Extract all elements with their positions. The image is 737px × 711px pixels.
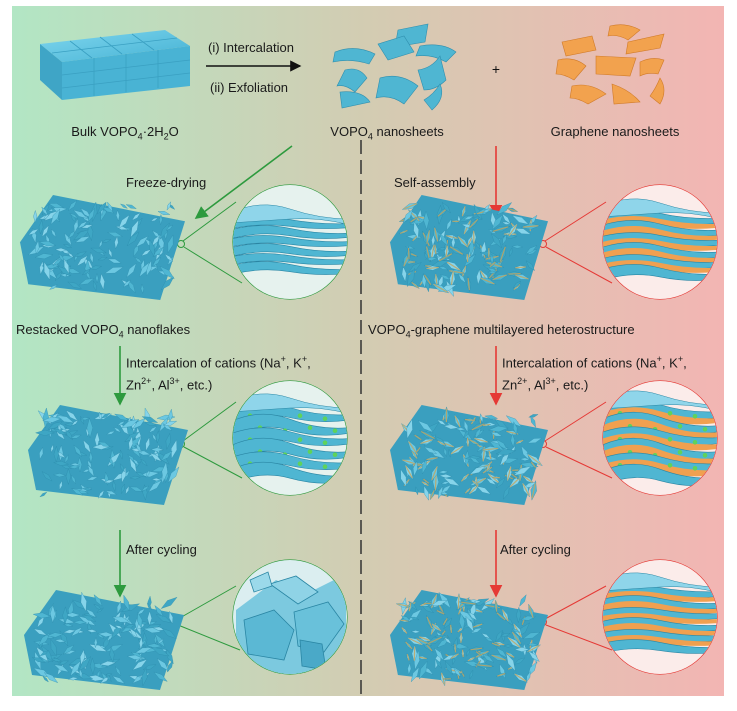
label-self-assembly: Self-assembly bbox=[394, 175, 476, 191]
label-vopo4-nanosheets: VOPO4 nanosheets bbox=[312, 124, 462, 145]
intercalated-nanoflakes-cluster bbox=[28, 405, 188, 505]
plus-sign: + bbox=[492, 61, 500, 77]
label-right-after-cycling: After cycling bbox=[500, 542, 571, 558]
label-heterostructure: VOPO4-graphene multilayered heterostruct… bbox=[368, 322, 635, 343]
label-freeze-drying: Freeze-drying bbox=[126, 175, 206, 191]
label-intercalation-step: (i) Intercalation bbox=[208, 40, 294, 56]
zoom-cracked-layers bbox=[233, 560, 347, 674]
label-bulk-vopo4: Bulk VOPO4·2H2O bbox=[40, 124, 210, 145]
label-graphene-nanosheets: Graphene nanosheets bbox=[540, 124, 690, 140]
label-left-after-cycling: After cycling bbox=[126, 542, 197, 558]
label-restacked-nanoflakes: Restacked VOPO4 nanoflakes bbox=[16, 322, 190, 343]
label-exfoliation-step: (ii) Exfoliation bbox=[210, 80, 288, 96]
label-left-intercalation: Intercalation of cations (Na+, K+,Zn2+, … bbox=[126, 350, 311, 395]
label-right-intercalation: Intercalation of cations (Na+, K+,Zn2+, … bbox=[502, 350, 687, 395]
